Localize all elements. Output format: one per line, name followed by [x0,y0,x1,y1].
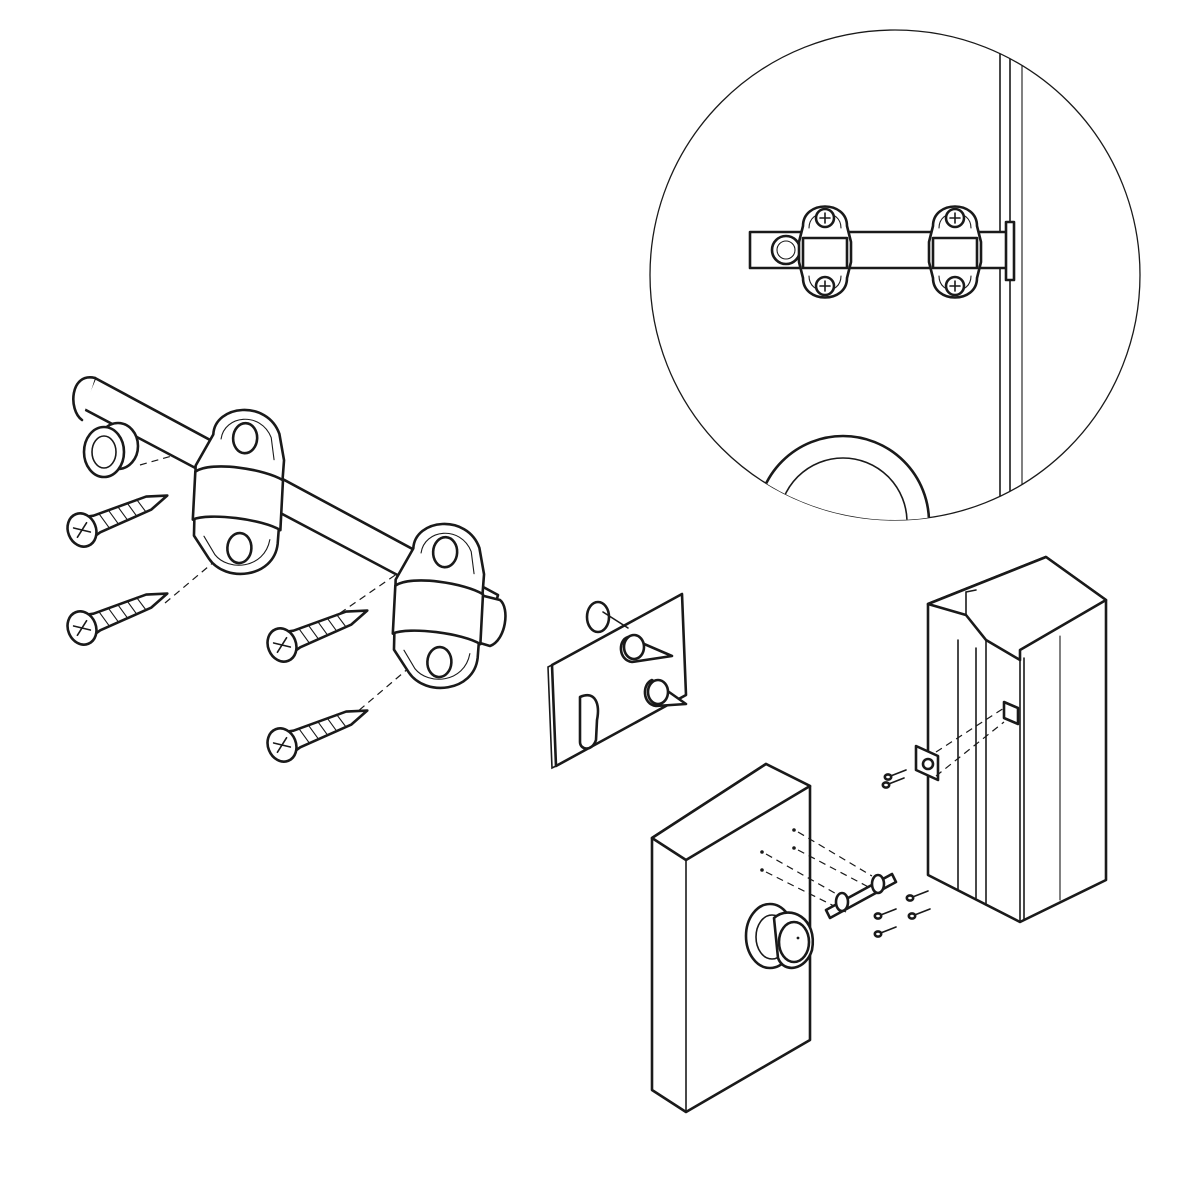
door-screw [907,907,932,920]
barrel-bolt-assembly [61,376,507,768]
door-jamb [881,555,1108,924]
door-panel [650,762,932,1114]
bolt-screw [261,593,375,668]
bolt-screw [261,693,375,768]
door-screw [905,889,930,902]
door-knob [744,902,815,970]
detail-view-circle [649,29,1141,521]
bolt-screw [61,478,175,553]
bolt-knob [82,421,140,479]
strike-plate [547,592,688,770]
bolt-screw [61,576,175,651]
door-screw [873,907,898,920]
door-screw [873,925,898,938]
